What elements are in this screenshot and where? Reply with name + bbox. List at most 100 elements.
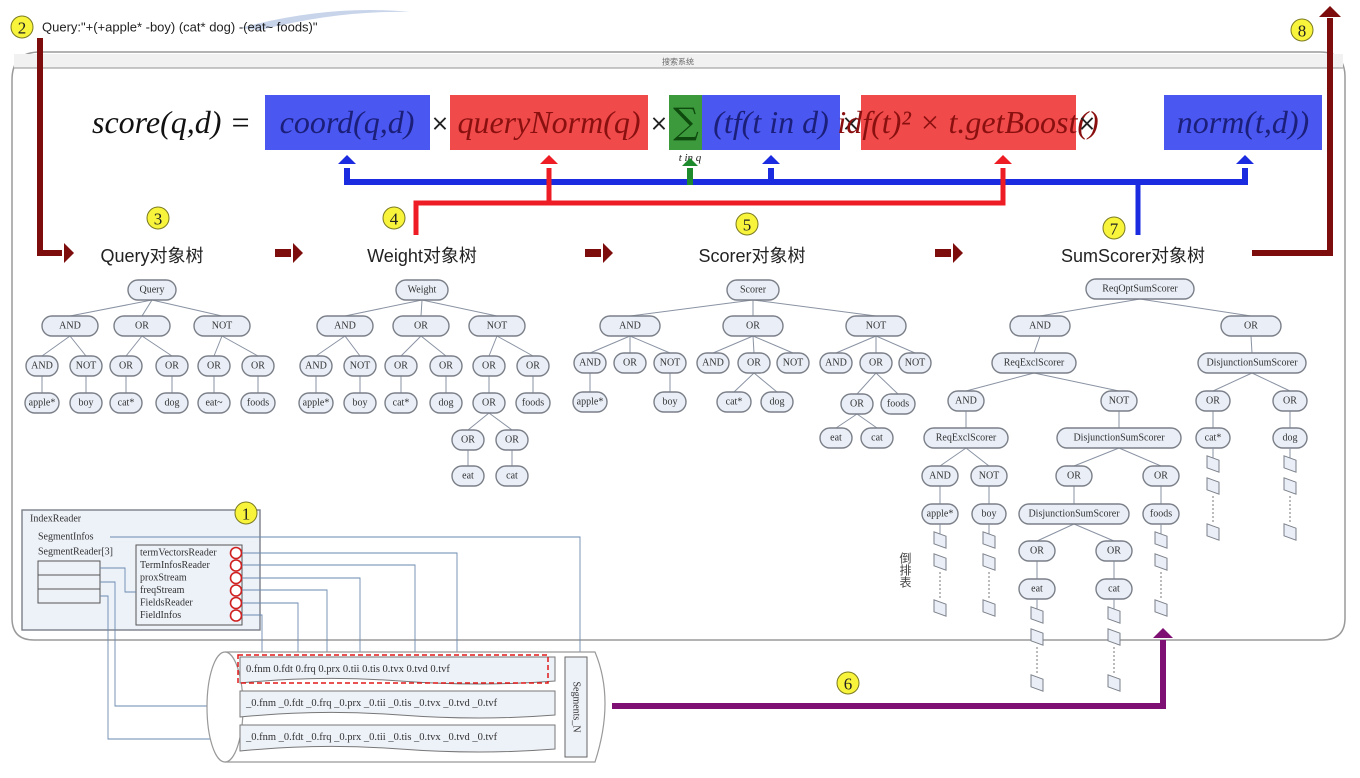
tree-title-weight: Weight对象树: [367, 246, 477, 266]
tree-node: AND: [696, 352, 730, 374]
tree-node-label: OR: [505, 435, 519, 446]
step-badge: 4: [382, 206, 406, 230]
tree-node-label: foods: [522, 398, 544, 409]
posting-block: [1283, 477, 1297, 495]
tree-node: cat*: [1195, 427, 1231, 449]
step-badge: 8: [1290, 18, 1314, 42]
segment-row: [239, 690, 556, 719]
tree-node-label: DisjunctionSumScorer: [1073, 433, 1165, 444]
tree-node-label: cat*: [726, 397, 743, 408]
tree-node-label: AND: [702, 358, 724, 369]
posting-block: [1030, 606, 1044, 624]
tree-node-label: boy: [79, 398, 94, 409]
tree-node: apple*: [572, 391, 608, 413]
tree-node: OR: [472, 355, 506, 377]
formula-idf: idf(t)² × t.getBoost(): [837, 104, 1098, 140]
tree-node-label: AND: [1029, 321, 1051, 332]
arrow-up-icon: [762, 155, 780, 164]
arrow-up-icon: [1236, 155, 1254, 164]
panel-title: 搜索系统: [662, 57, 694, 67]
tree-node-label: NOT: [783, 358, 804, 369]
segment-file: 0.tii: [340, 664, 359, 675]
step-badge: 6: [836, 671, 860, 695]
tree-node: ReqOptSumScorer: [1085, 278, 1195, 300]
tree-node-label: AND: [59, 321, 81, 332]
tree-node-label: NOT: [1109, 396, 1130, 407]
tree-node-label: OR: [747, 358, 761, 369]
tree-node: OR: [384, 355, 418, 377]
tree-node-label: OR: [623, 358, 637, 369]
decorative-swoosh: [240, 10, 410, 30]
formula-sum-box: [669, 95, 702, 150]
tree-node: eat: [451, 465, 485, 487]
tree-edge: [1118, 447, 1162, 467]
port-icon: [229, 571, 243, 585]
port-icon: [229, 584, 243, 597]
formula-lhs: score(q,d) =: [92, 104, 251, 140]
tree-node-label: AND: [955, 396, 977, 407]
segment-files: 0.fnm 0.fdt 0.frq 0.prx 0.tii 0.tis 0.tv…: [246, 664, 450, 675]
tree-node: boy: [971, 503, 1007, 525]
query-string: Query:"+(+apple* -boy) (cat* dog) -(eat~…: [42, 20, 318, 35]
tree-node: NOT: [653, 352, 687, 374]
tree-node: apple*: [24, 392, 60, 414]
tree-node: AND: [599, 315, 661, 337]
tree-node-label: ReqExclScorer: [936, 433, 997, 444]
tree-edge: [69, 299, 153, 317]
tree-edge: [1036, 523, 1075, 542]
posting-block: [1107, 674, 1121, 692]
tree-node-label: OR: [119, 361, 133, 372]
times-op: ×: [650, 112, 668, 137]
tree-node: cat*: [716, 391, 752, 413]
tree-node: OR: [429, 355, 463, 377]
tree-node-label: AND: [825, 358, 847, 369]
tree-node: OR: [1018, 540, 1056, 562]
tree-node: NOT: [776, 352, 810, 374]
index-reader-title: IndexReader: [30, 514, 82, 525]
tree-node-label: NOT: [660, 358, 681, 369]
tree-node-label: AND: [334, 321, 356, 332]
tree-edge: [629, 299, 754, 317]
reader-field-label: FieldInfos: [140, 610, 181, 621]
segment-file: 0.fnm: [246, 664, 271, 675]
tree-node: foods: [1142, 503, 1180, 525]
tree-node-label: OR: [482, 361, 496, 372]
tree-node: apple*: [921, 503, 959, 525]
segment-file: _0.fdt: [276, 732, 303, 743]
arrow-up-icon: [540, 155, 558, 164]
arrow-up-icon: [1153, 628, 1173, 638]
tree-node-label: OR: [1244, 321, 1258, 332]
tree-title-query: Query对象树: [100, 246, 203, 266]
tree-node: Query: [127, 279, 177, 301]
segment-file: 0.tis: [359, 664, 379, 675]
tree-edge: [344, 335, 361, 357]
formula-querynorm: queryNorm(q): [457, 104, 640, 140]
segment-file: _0.tvd: [441, 732, 471, 743]
flow-arrow: [935, 249, 951, 257]
tree-edge: [733, 372, 755, 393]
formula-norm-box: [1164, 95, 1322, 150]
tree-edge: [125, 335, 143, 357]
segment-file: _0.tis: [386, 698, 412, 709]
tree-title-sumscorer: SumScorer对象树: [1061, 246, 1205, 266]
tree-node: AND: [819, 352, 853, 374]
formula-coord: coord(q,d): [280, 104, 415, 140]
blue-connector: [344, 168, 1248, 185]
posting-block: [1030, 674, 1044, 692]
posting-block: [982, 553, 996, 571]
tree-edge: [939, 447, 967, 467]
reader-field-label: FieldsReader: [140, 598, 193, 609]
tree-node: DisjunctionSumScorer: [1018, 503, 1130, 525]
posting-block: [1107, 628, 1121, 646]
tree-edge: [835, 413, 858, 429]
tree-node-label: cat: [506, 471, 518, 482]
tree-edge: [315, 335, 346, 357]
posting-block: [1283, 523, 1297, 541]
tree-edge: [856, 372, 877, 395]
purple-connector: [612, 640, 1166, 709]
tree-node-label: cat*: [1205, 433, 1222, 444]
tree-edge: [496, 335, 534, 357]
tree-node: OR: [241, 355, 275, 377]
formula-coord-box: [265, 95, 430, 150]
